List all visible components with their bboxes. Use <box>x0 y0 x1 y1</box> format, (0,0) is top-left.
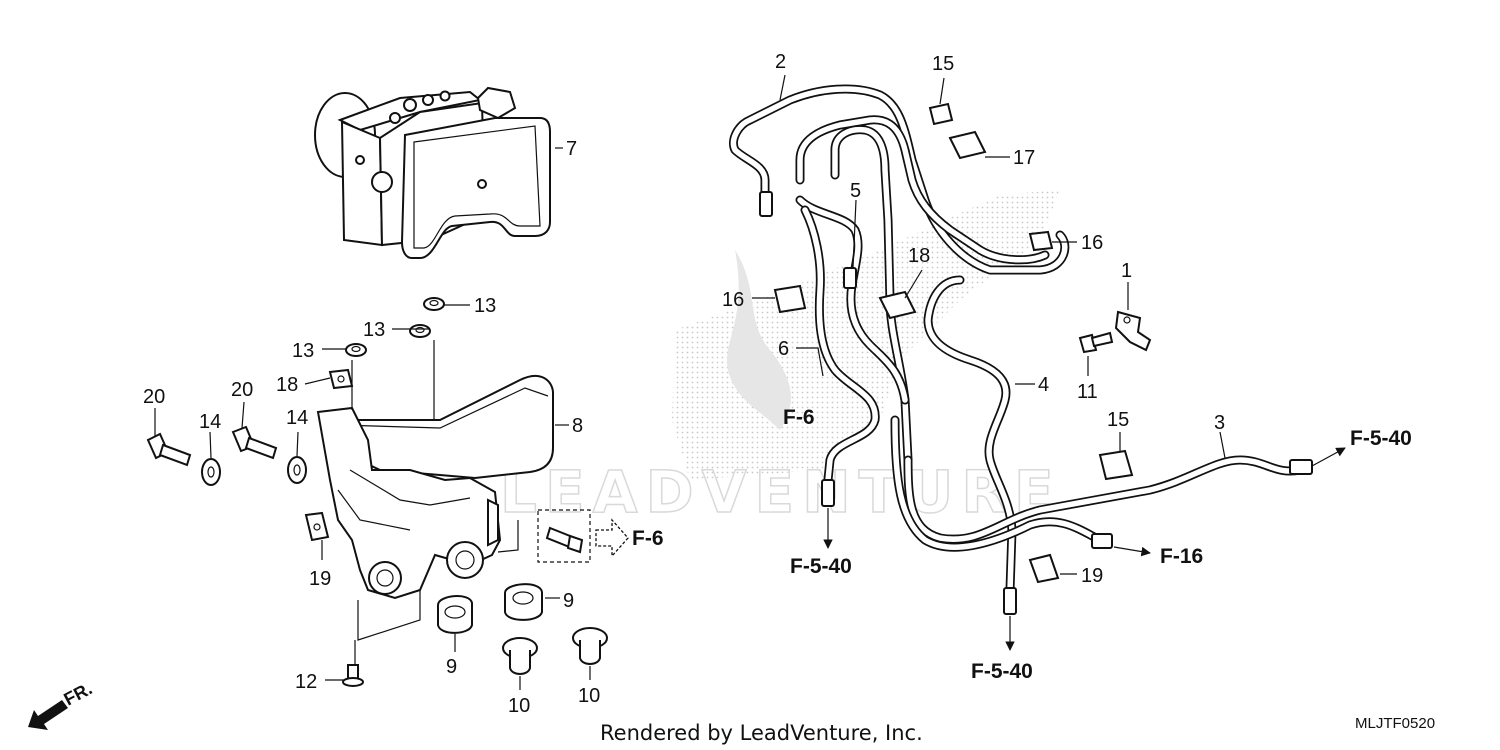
rubber-mount-9-left <box>437 595 473 634</box>
brake-pipe-4 <box>923 275 1017 595</box>
front-direction-indicator: FR. <box>28 678 95 730</box>
abs-bracket-assembly <box>316 374 554 600</box>
bolt-20-right <box>231 425 278 460</box>
rubber-mount-9-right <box>504 583 543 621</box>
callout-15-bottom: 19 <box>1081 565 1103 587</box>
brake-pipes <box>729 84 1313 615</box>
pipe-clamp-15-top <box>928 102 954 126</box>
callout-4: 4 <box>1038 374 1049 396</box>
clip-nut-19-upper <box>328 368 354 390</box>
grommet-13-left <box>345 343 367 357</box>
grommet-13-middle <box>409 324 431 338</box>
callout-10-right: 10 <box>578 685 600 707</box>
watermark-flame-icon <box>727 250 791 430</box>
grommet-13-top <box>423 297 445 311</box>
render-credit: Rendered by LeadVenture, Inc. <box>600 721 923 745</box>
callout-13-top: 13 <box>474 295 496 317</box>
pipe-clip-18-middle <box>878 290 917 320</box>
reference-f6-pipe: F-6 <box>783 406 815 429</box>
callout-9-right: 9 <box>563 590 574 612</box>
leader-lines <box>154 74 1346 690</box>
callout-15-top: 15 <box>932 53 954 75</box>
pipe-clamp-15-bottom <box>1028 553 1060 584</box>
diagram-code: MLJTF0520 <box>1355 715 1435 732</box>
front-direction-arrow-icon <box>28 700 68 730</box>
reference-f16: F-16 <box>1160 545 1203 568</box>
callout-19-upper: 18 <box>276 374 298 396</box>
callout-5: 5 <box>850 180 861 202</box>
callout-8: 8 <box>572 415 583 437</box>
washer-14-right <box>287 456 307 484</box>
callout-18-top: 17 <box>1013 147 1035 169</box>
reference-labels: F-6 F-6 F-5-40 F-5-40 F-5-40 F-16 <box>632 406 1412 683</box>
callout-1: 1 <box>1121 260 1132 282</box>
abs-modulator-unit <box>314 86 551 259</box>
callout-6: 6 <box>778 338 789 360</box>
callout-3: 3 <box>1214 412 1225 434</box>
callout-12: 12 <box>295 671 317 693</box>
collar-10-left <box>502 637 538 675</box>
reference-f6-bracket: F-6 <box>632 527 664 550</box>
callout-13-middle: 13 <box>363 319 385 341</box>
brake-pipe-2 <box>729 84 1070 465</box>
callout-16-right: 15 <box>1107 409 1129 431</box>
callout-7: 7 <box>566 138 577 160</box>
collar-bolt-12 <box>342 664 364 687</box>
callout-14-right: 14 <box>286 407 308 429</box>
bolt-11 <box>1078 331 1114 354</box>
reference-f5-40-bottom: F-5-40 <box>971 660 1033 683</box>
callout-9-left: 9 <box>446 656 457 678</box>
callout-16-left: 16 <box>722 289 744 311</box>
front-direction-label: FR. <box>60 678 95 709</box>
callout-14-left: 14 <box>199 411 221 433</box>
watermark-text: LEADVENTURE <box>500 458 1062 526</box>
callout-20-left: 20 <box>143 386 165 408</box>
washer-14-left <box>201 458 221 486</box>
brake-pipe-3 <box>890 415 1305 552</box>
grommet-16-left <box>773 284 807 314</box>
clip-nut-19-lower <box>304 511 330 542</box>
callout-labels: 7 8 13 13 13 18 19 20 20 14 14 12 9 9 10… <box>143 51 1225 717</box>
bolt-reference-box <box>537 509 591 563</box>
collar-10-right <box>572 627 608 665</box>
reference-f5-40-left: F-5-40 <box>790 555 852 578</box>
bolt-20-left <box>146 432 192 467</box>
callout-17: 16 <box>1081 232 1103 254</box>
clip-17 <box>1028 230 1054 252</box>
pipe-stay-1 <box>1114 310 1152 352</box>
hollow-reference-arrow <box>595 518 629 558</box>
callout-13-left: 13 <box>292 340 314 362</box>
pipe-clip-18-top <box>948 130 987 160</box>
callout-10-left: 10 <box>508 695 530 717</box>
grommet-16-right <box>1098 449 1134 481</box>
callout-20-right: 20 <box>231 379 253 401</box>
callout-11: 11 <box>1077 381 1098 403</box>
callout-2: 2 <box>775 51 786 73</box>
reference-f5-40-right: F-5-40 <box>1350 427 1412 450</box>
callout-19-lower: 19 <box>309 568 331 590</box>
callout-18-middle: 18 <box>908 245 930 267</box>
brake-pipe-6 <box>800 205 880 485</box>
